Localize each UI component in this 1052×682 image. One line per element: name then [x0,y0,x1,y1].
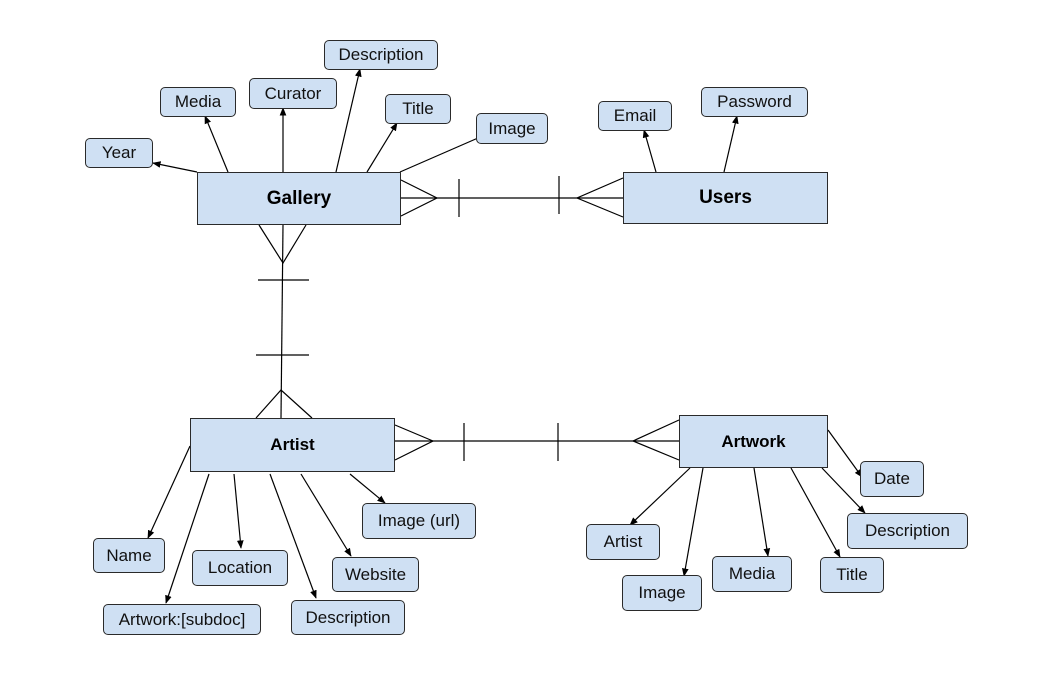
artist-attr-artwork-subdoc[interactable]: Artwork:[subdoc] [103,604,261,635]
artwork-title-arrow [790,467,841,558]
gallery-attr-title[interactable]: Title [385,94,451,124]
users-email-arrow [642,129,657,173]
gallery-year-arrow [152,161,198,173]
artist-attr-website[interactable]: Website [332,557,419,592]
artist-attr-name[interactable]: Name [93,538,165,573]
gallery-title-arrow [366,122,398,173]
artwork-attr-artist[interactable]: Artist [586,524,660,560]
gallery-description-arrow [335,68,362,173]
gallery-media-arrow [204,115,229,173]
gallery-attr-description[interactable]: Description [324,40,438,70]
artist-website-arrow [300,473,352,557]
artist-image-arrow [349,473,386,504]
artwork-description-arrow [821,467,866,514]
gallery-attr-media[interactable]: Media [160,87,236,117]
users-crowfoot [575,177,624,218]
artwork-attr-title[interactable]: Title [820,557,884,593]
artist-location-arrow [233,473,244,549]
gallery-attr-year[interactable]: Year [85,138,153,168]
artwork-attr-image[interactable]: Image [622,575,702,611]
gallery-attr-image[interactable]: Image [476,113,548,144]
artwork-entity[interactable]: Artwork [679,415,828,468]
artwork-media-arrow [753,467,771,557]
artwork-entity-label: Artwork [721,431,786,451]
artwork-attr-date[interactable]: Date [860,461,924,497]
artist-description-arrow [269,473,317,599]
artist-top-crowfoot [255,389,313,419]
artist-right-crowfoot [394,424,435,461]
gallery-bottom-crowfoot [258,224,307,265]
users-entity[interactable]: Users [623,172,828,224]
artist-attr-location[interactable]: Location [192,550,288,586]
artwork-date-arrow [827,429,863,478]
artist-artwork-subdoc-arrow [165,473,210,604]
users-entity-label: Users [699,187,752,208]
gallery-crowfoot [400,179,439,217]
gallery-image-line [399,137,479,173]
artwork-image-arrow [682,467,704,577]
artwork-left-crowfoot [631,419,680,461]
artwork-artist-arrow [629,467,691,526]
gallery-artist-line [280,224,284,419]
gallery-entity[interactable]: Gallery [197,172,401,225]
gallery-attr-curator[interactable]: Curator [249,78,337,109]
users-attr-email[interactable]: Email [598,101,672,131]
artist-attr-description[interactable]: Description [291,600,405,635]
artwork-attr-media[interactable]: Media [712,556,792,592]
artist-attr-image-url[interactable]: Image (url) [362,503,476,539]
artist-entity-label: Artist [270,435,315,454]
gallery-entity-label: Gallery [266,187,332,209]
users-password-arrow [723,115,739,173]
users-attr-password[interactable]: Password [701,87,808,117]
artwork-attr-description[interactable]: Description [847,513,968,549]
artist-name-arrow [147,445,191,539]
artist-entity[interactable]: Artist [190,418,395,472]
